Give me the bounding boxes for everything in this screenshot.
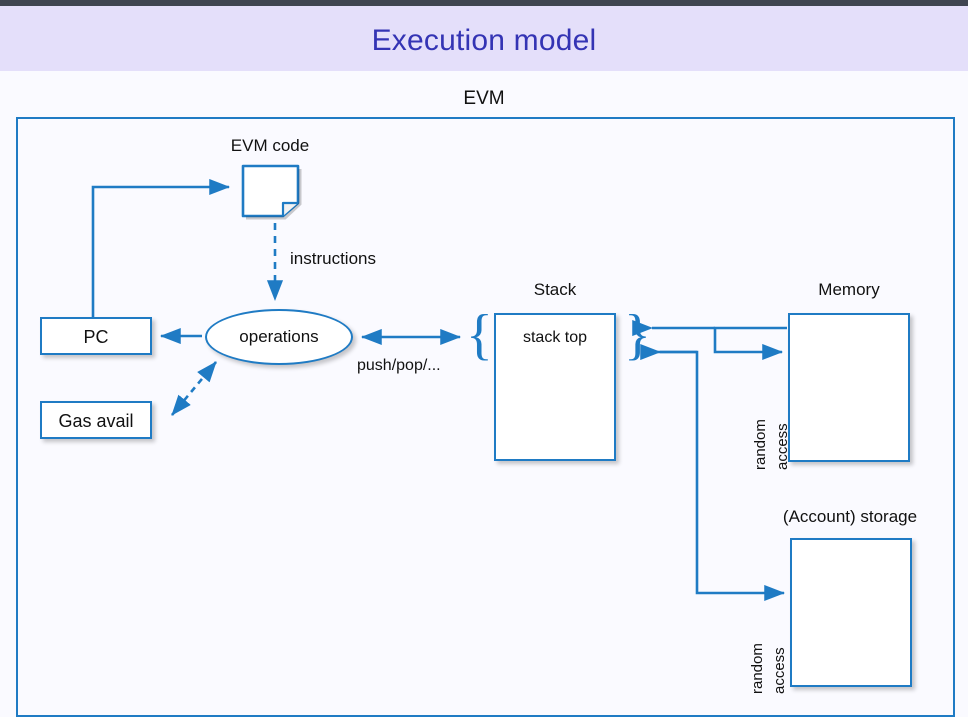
stack-left-brace: {: [466, 304, 493, 366]
storage-title-label: (Account) storage: [782, 507, 918, 526]
storage-access-label: access: [771, 647, 788, 694]
slide-header-band: [0, 6, 968, 71]
gas-avail-node[interactable]: Gas avail: [40, 401, 152, 439]
stack-title-label: Stack: [533, 280, 577, 299]
page-title: Execution model: [371, 24, 597, 57]
storage-random-label: random: [749, 643, 766, 694]
stack-top-label: stack top: [522, 329, 588, 346]
pc-node[interactable]: PC: [40, 317, 152, 355]
pc-label: PC: [83, 327, 109, 347]
memory-access-label: access: [774, 423, 791, 470]
operations-label: operations: [239, 327, 319, 346]
gas-avail-label: Gas avail: [58, 411, 134, 431]
evm-container-label: EVM: [463, 88, 505, 109]
memory-title-label: Memory: [818, 280, 880, 299]
pushpop-edge-label: push/pop/...: [357, 357, 441, 374]
memory-random-label: random: [752, 419, 769, 470]
evm-code-label: EVM code: [230, 136, 310, 155]
storage-node[interactable]: [790, 538, 912, 687]
stack-right-brace: }: [624, 304, 651, 366]
stack-node[interactable]: stack top: [494, 313, 616, 461]
memory-node[interactable]: [788, 313, 910, 462]
window-top-bar: [0, 0, 968, 6]
operations-node[interactable]: operations: [205, 309, 353, 365]
instructions-edge-label: instructions: [290, 249, 376, 268]
